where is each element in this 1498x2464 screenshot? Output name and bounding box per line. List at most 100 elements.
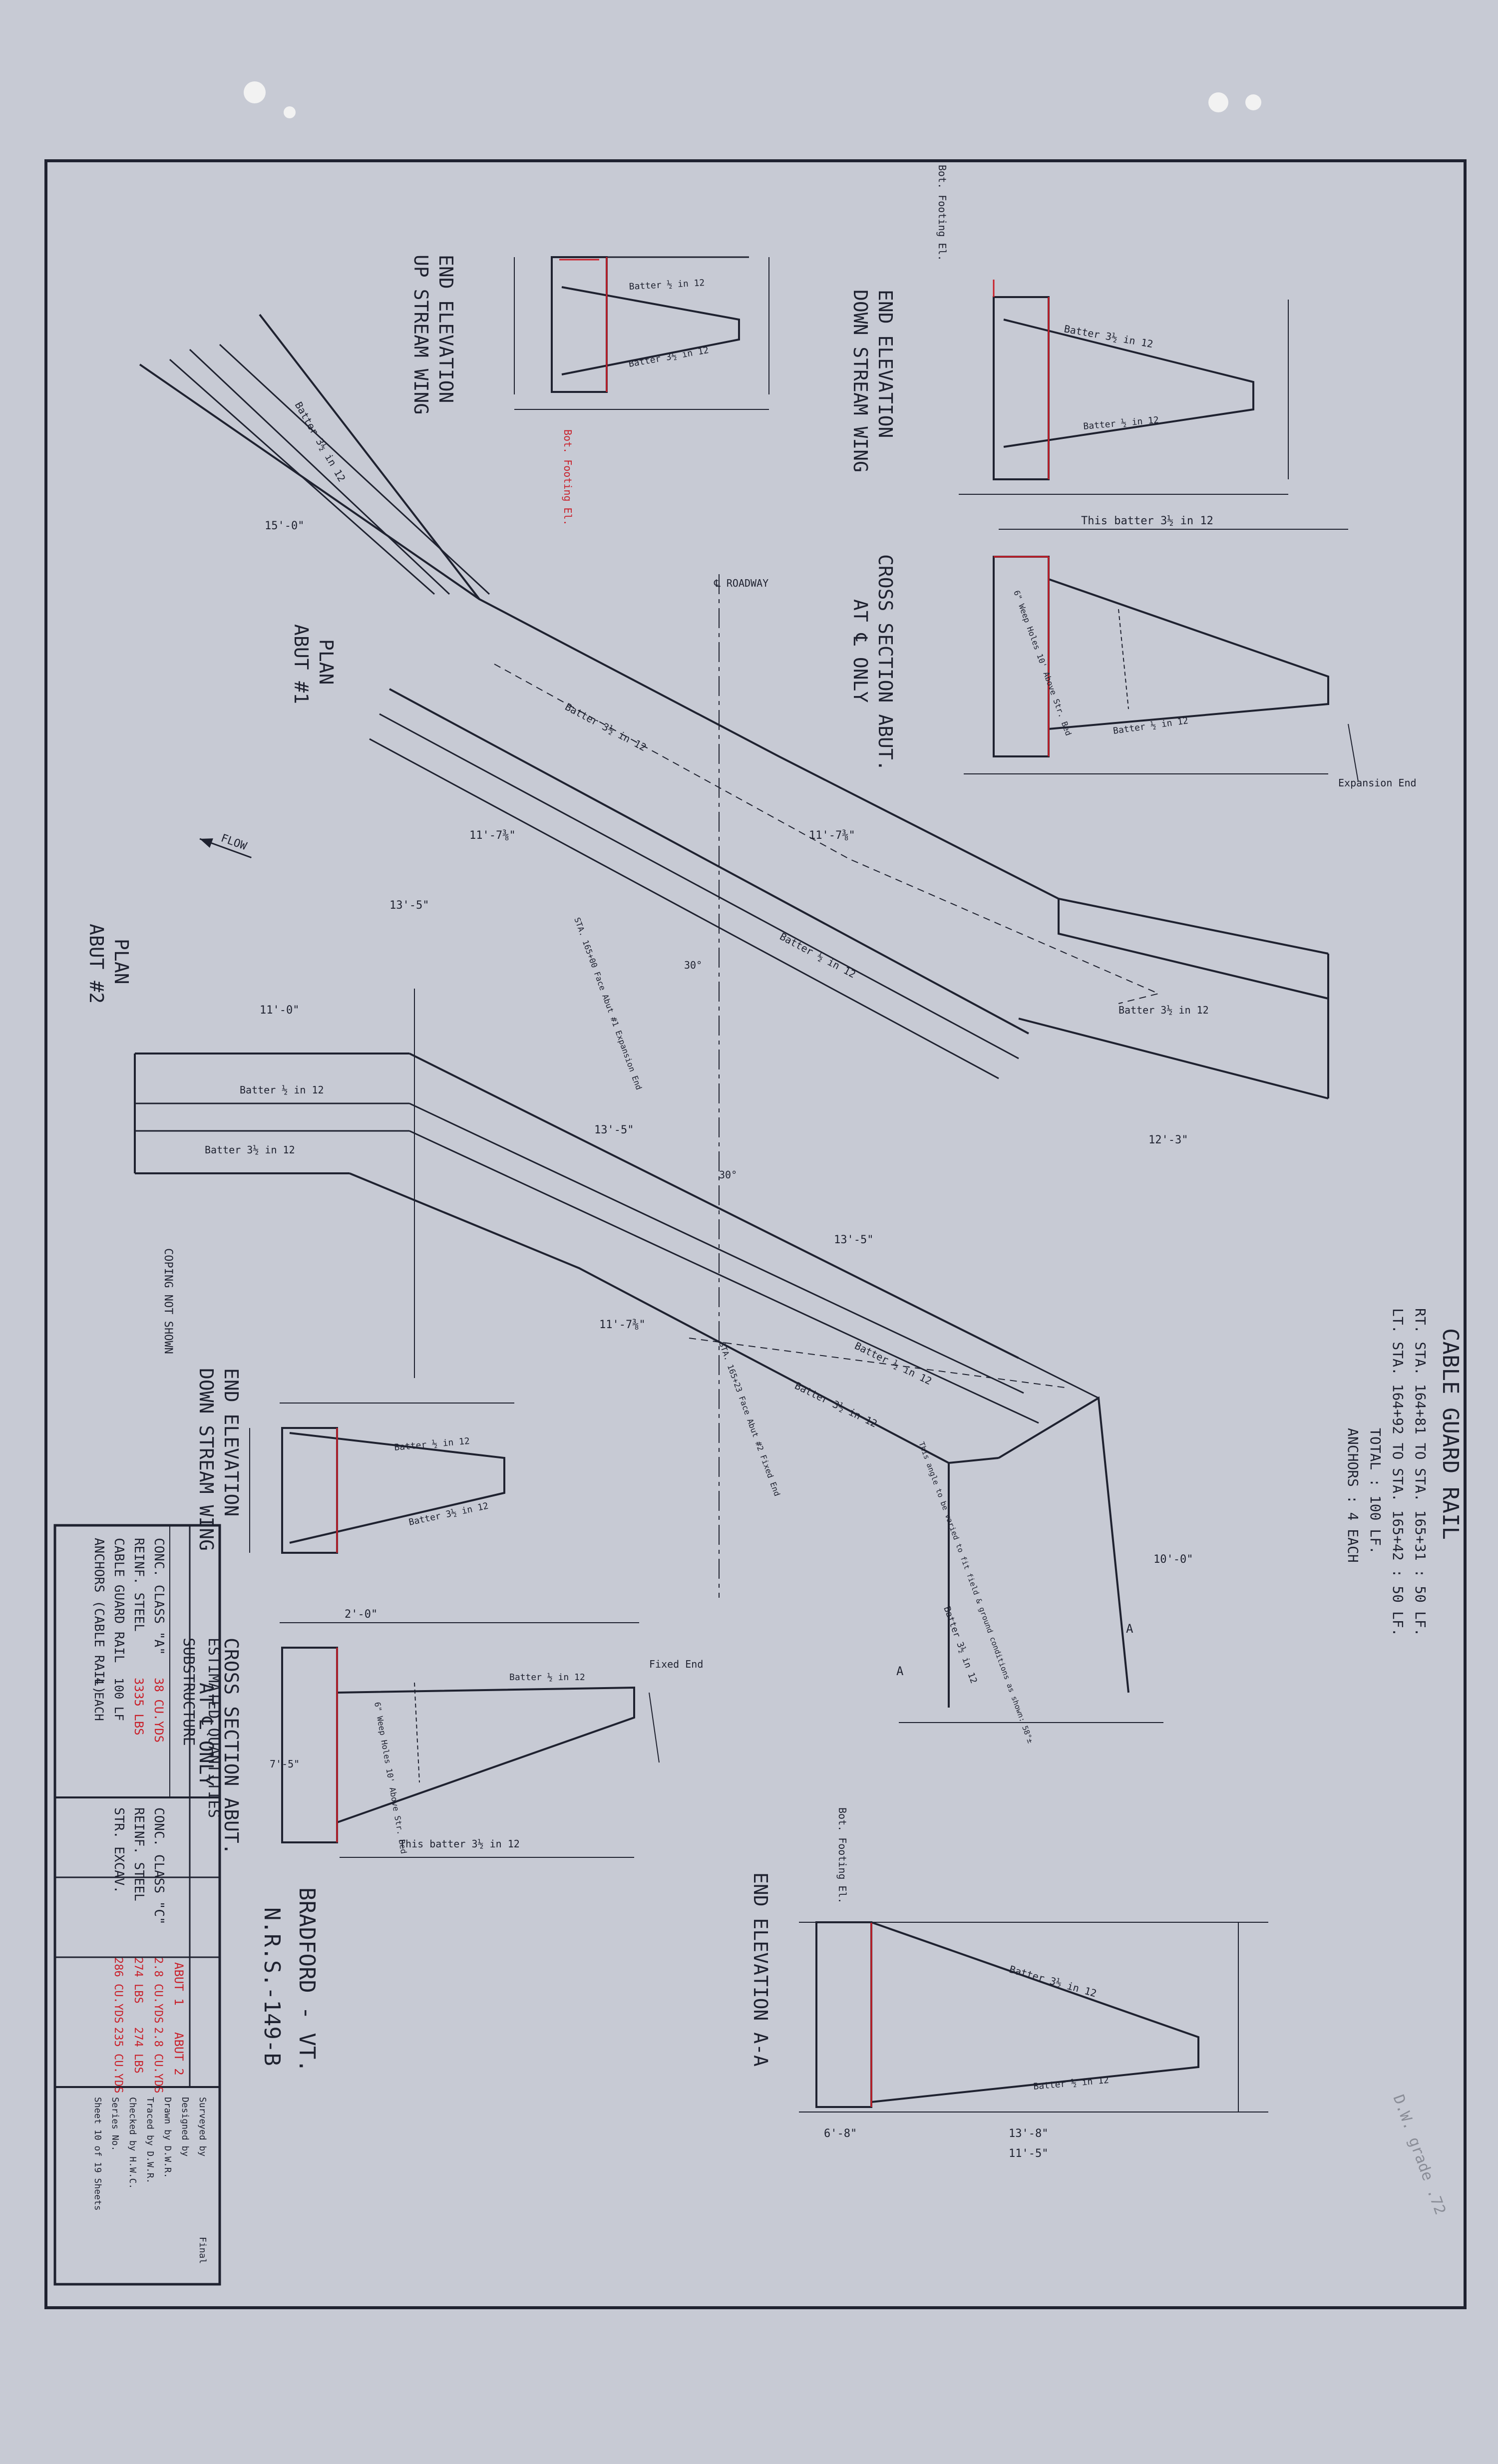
dim-2-0: 2'-0" (345, 1608, 377, 1621)
signature-2: Designed by (180, 2097, 190, 2156)
plan-abut1-title: PLAN (315, 639, 337, 685)
signature-5: Checked by H.W.C. (127, 2097, 138, 2189)
dim-30-b: 30° (719, 1169, 737, 1181)
bot-footing-label: Bot. Footing El. (836, 1807, 848, 1904)
batter-label: Batter 3½ in 12 (1119, 1004, 1209, 1016)
cable-rail-title: CABLE GUARD RAIL (1438, 1328, 1463, 1540)
qty-row-2-v1: 3335 LBS (132, 1678, 146, 1736)
signature-3: Drawn by D.W.R. (162, 2097, 173, 2178)
coping-note: COPING NOT SHOWN (162, 1248, 174, 1354)
dim-11-7-a: 11'-7⅜" (469, 829, 516, 842)
batter-label: Batter 3½ in 12 (205, 1144, 295, 1156)
dim-13-5-a: 13'-5" (389, 899, 429, 912)
project-town: BRADFORD - VT. (294, 1887, 320, 2073)
dim-11-0: 11'-0" (260, 1004, 299, 1017)
section-a-right: A (1126, 1622, 1133, 1636)
dim-10-0: 10'-0" (1153, 1553, 1193, 1566)
batter-label: Batter ½ in 12 (240, 1084, 324, 1096)
estimated-quantities-heading: ESTIMATED QUANTITIES (205, 1638, 222, 1818)
end-elev-down-sub: DOWN STREAM WING (849, 290, 871, 472)
qty2-row-3-v1: 286 CU.YDS (112, 1957, 124, 2023)
qty-row-4: ANCHORS (CABLE RAIL) (91, 1538, 106, 1694)
signature-7: Sheet 10 of 19 Sheets (92, 2097, 103, 2211)
qty2-row-1-v1: 2.8 CU.YDS (152, 1957, 164, 2023)
qty2-row-1: CONC. CLASS "C" (151, 1807, 166, 1925)
punch-hole (284, 106, 296, 118)
bot-footing-label: Bot. Footing El. (562, 429, 574, 526)
qty-row-3: CABLE GUARD RAIL (111, 1538, 126, 1663)
flow-arrow-head (200, 838, 213, 848)
title-block: ESTIMATED QUANTITIES SUBSTRUCTURE CONC. … (53, 1524, 222, 2286)
drawing-border (44, 159, 1467, 2309)
qty-row-4-v1: 4 EACH (92, 1678, 106, 1721)
qty-row-1: CONC. CLASS "A" (151, 1538, 166, 1655)
signature-8: Final (197, 2237, 208, 2264)
qty2-row-3-v2: 235 CU.YDS (112, 2027, 124, 2093)
plan-abut-2 (134, 989, 1163, 1723)
cross-section2-sub: AT ℄ ONLY (195, 1683, 217, 1786)
cross-section-abut-2 (280, 1622, 660, 1858)
end-elevation-upstream (514, 256, 769, 410)
cable-rail-line-1: RT. STA. 164+81 TO STA. 165+31 : 50 LF. (1412, 1308, 1429, 1636)
punch-hole (244, 81, 266, 103)
cross-section2-title: CROSS SECTION ABUT. (220, 1638, 242, 1855)
end-elev-aa-title: END ELEVATION A-A (749, 1872, 771, 2067)
cable-rail-line-2: LT. STA. 164+92 TO STA. 165+42 : 50 LF. (1390, 1308, 1406, 1636)
roadway-label: ℄ ROADWAY (714, 577, 768, 589)
dim-13-8: 13'-8" (1009, 2127, 1048, 2140)
this-batter-label: This batter 3½ in 12 (399, 1838, 520, 1850)
cross-section-title: CROSS SECTION ABUT. (874, 554, 896, 771)
qty2-row-2-v2: 274 LBS (132, 2027, 144, 2074)
this-batter-label: This batter 3½ in 12 (1081, 515, 1213, 527)
end-elevation-downstream (959, 280, 1289, 495)
qty-row-1-v1: 38 CU.YDS (152, 1678, 166, 1743)
dim-13-5-c: 13'-5" (834, 1234, 873, 1246)
punch-hole (1208, 92, 1228, 112)
punch-hole (1245, 94, 1261, 110)
end-elevation-downstream-2 (249, 1403, 514, 1554)
end-elev-down2-sub: DOWN STREAM WING (195, 1368, 217, 1551)
dim-15-0: 15'-0" (265, 520, 304, 532)
cable-rail-line-4: ANCHORS : 4 EACH (1345, 1428, 1361, 1563)
signature-4: Traced by D.W.R. (145, 2097, 155, 2183)
section-a-left: A (896, 1664, 904, 1678)
fixed-end-label: Fixed End (649, 1658, 703, 1670)
qty-row-2: REINF. STEEL (131, 1538, 146, 1632)
end-elev-up-sub: UP STREAM WING (410, 255, 432, 414)
end-elev-down2-title: END ELEVATION (220, 1368, 242, 1516)
batter-label: Batter ½ in 12 (509, 1672, 585, 1683)
dim-11-5: 11'-5" (1009, 2147, 1048, 2160)
dim-13-5-b: 13'-5" (594, 1124, 634, 1136)
qty2-row-1-v2: 2.8 CU.YDS (152, 2027, 164, 2093)
plan-abut-1 (139, 314, 1329, 1598)
abut2-header: ABUT 2 (172, 2032, 186, 2076)
plan-abut1-sub: ABUT #1 (290, 624, 312, 704)
cross-section-sub: AT ℄ ONLY (849, 599, 871, 703)
dim-30-a: 30° (684, 959, 702, 971)
dim-11-7-b: 11'-7⅜" (809, 829, 855, 842)
project-number: N.R.S.-149-B (259, 1907, 285, 2066)
end-elev-up-title: END ELEVATION (435, 255, 457, 403)
dim-7-5: 7'-5" (270, 1758, 300, 1770)
signature-6: Series No. (110, 2097, 120, 2151)
abut1-header: ABUT 1 (172, 1962, 186, 2006)
qty2-row-3: STR. EXCAV. (111, 1807, 126, 1893)
plan-abut2-title: PLAN (110, 939, 132, 985)
dim-11-7-c: 11'-7⅜" (599, 1319, 646, 1331)
dim-12-3: 12'-3" (1148, 1134, 1188, 1146)
end-elev-down-title: END ELEVATION (874, 290, 896, 438)
cross-section-abut-1 (964, 529, 1359, 782)
dim-6-8: 6'-8" (824, 2127, 857, 2140)
bot-footing-label: Bot. Footing El. (936, 165, 948, 261)
expansion-end-label: Expansion End (1338, 777, 1417, 789)
plan-abut2-sub: ABUT #2 (85, 924, 107, 1004)
qty-row-3-v1: 100 LF (112, 1678, 126, 1721)
signature-1: Surveyed by (197, 2097, 208, 2156)
substructure-heading: SUBSTRUCTURE (180, 1638, 197, 1746)
qty2-row-2: REINF. STEEL (131, 1807, 146, 1901)
end-elevation-aa (799, 1921, 1268, 2112)
qty2-row-2-v1: 274 LBS (132, 1957, 144, 2004)
cable-rail-line-3: TOTAL : 100 LF. (1367, 1428, 1384, 1554)
